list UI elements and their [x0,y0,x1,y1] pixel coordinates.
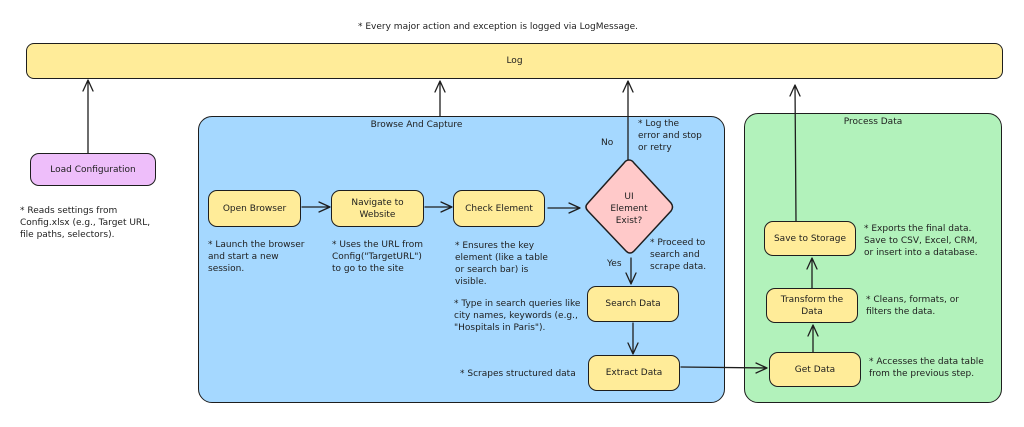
transform-label-line: Data [801,306,823,317]
process-data-title: Process Data [843,117,903,127]
note-line: from the previous step. [869,369,975,379]
transform-data-note: * Cleans, formats, or filters the data. [866,294,959,318]
no-branch-note: * Log the error and stop or retry [638,118,702,154]
note-line: file paths, selectors). [20,230,115,240]
save-to-storage-note: * Exports the final data. Save to CSV, E… [864,223,978,259]
decision-label-line: UI [624,192,634,202]
get-data-note: * Accesses the data table from the previ… [869,356,984,380]
open-browser-note: * Launch the browser and start a new ses… [208,239,304,275]
check-element-node[interactable]: Check Element [453,190,545,227]
note-line: session. [208,264,245,274]
note-line: * Launch the browser [208,240,305,250]
ui-element-exist-decision[interactable] [582,157,676,257]
extract-data-label: Extract Data [605,368,663,378]
note-line: or search bar) is [455,265,529,275]
note-line: or retry [638,143,672,153]
check-element-note: * Ensures the key element (like a table … [455,240,548,288]
browse-and-capture-title: Browse And Capture [370,120,463,130]
note-line: * Uses the URL from [332,240,424,250]
header-note: * Every major action and exception is lo… [358,22,639,32]
note-line: * Ensures the key [455,241,535,251]
get-data-node[interactable]: Get Data [769,352,861,387]
note-line: filters the data. [866,307,936,317]
log-node[interactable]: Log [26,43,1003,79]
note-line: visible. [455,277,487,287]
open-browser-label: Open Browser [222,203,287,214]
note-line: * Cleans, formats, or [866,295,959,305]
decision-label: UI Element Exist? [599,191,659,227]
no-branch-label: No [601,138,614,148]
arrow-browse-to-log [434,80,446,117]
transform-data-node[interactable]: Transform the Data [766,288,858,323]
load-configuration-label: Load Configuration [50,164,136,175]
load-configuration-node[interactable]: Load Configuration [30,153,156,186]
search-data-label: Search Data [605,299,661,309]
open-browser-node[interactable]: Open Browser [208,190,301,227]
note-line: * Exports the final data. [864,224,972,234]
note-line: or insert into a database. [864,248,978,258]
navigate-label-line: Navigate to [351,197,404,208]
note-line: * Accesses the data table [869,357,984,367]
note-line: and start a new [208,252,279,262]
search-data-note: * Type in search queries like city names… [454,298,580,334]
save-to-storage-label: Save to Storage [773,233,847,244]
browse-and-capture-group: Browse And Capture [198,116,725,403]
search-data-node[interactable]: Search Data [587,286,679,322]
note-line: * Log the [638,119,680,129]
check-element-label: Check Element [465,203,533,214]
decision-label-line: Element [610,204,648,214]
note-line: city names, keywords (e.g., [454,311,578,321]
yes-branch-note: * Proceed to search and scrape data. [650,237,706,273]
save-to-storage-node[interactable]: Save to Storage [764,221,856,256]
note-line: element (like a table [455,253,548,263]
decision-label-line: Exist? [615,216,643,226]
note-line: * Proceed to [650,238,706,248]
yes-branch-label: Yes [607,259,622,269]
extract-data-note: * Scrapes structured data [460,368,576,380]
note-line: search and [650,250,700,260]
transform-label-line: Transform the [780,294,844,305]
note-line: error and stop [638,131,702,141]
navigate-label-line: Website [359,209,396,220]
get-data-label: Get Data [794,364,836,375]
note-line: scrape data. [650,262,707,272]
note-line: Save to CSV, Excel, CRM, [864,236,978,246]
navigate-note: * Uses the URL from Config("TargetURL") … [332,239,423,275]
note-line: Config.xlsx (e.g., Target URL, [20,218,151,228]
note-line: * Type in search queries like [454,299,581,309]
note-line: * Reads settings from [20,206,118,216]
load-configuration-note: * Reads settings from Config.xlsx (e.g.,… [20,205,150,241]
arrow-load-config-to-log [82,79,94,154]
note-line: Config("TargetURL") [332,252,422,262]
note-line: to go to the site [332,264,404,274]
log-label: Log [506,56,523,66]
note-line: * Scrapes structured data [460,369,576,379]
note-line: "Hospitals in Paris"). [454,323,546,333]
navigate-to-website-node[interactable]: Navigate to Website [331,190,424,227]
extract-data-node[interactable]: Extract Data [588,355,680,391]
